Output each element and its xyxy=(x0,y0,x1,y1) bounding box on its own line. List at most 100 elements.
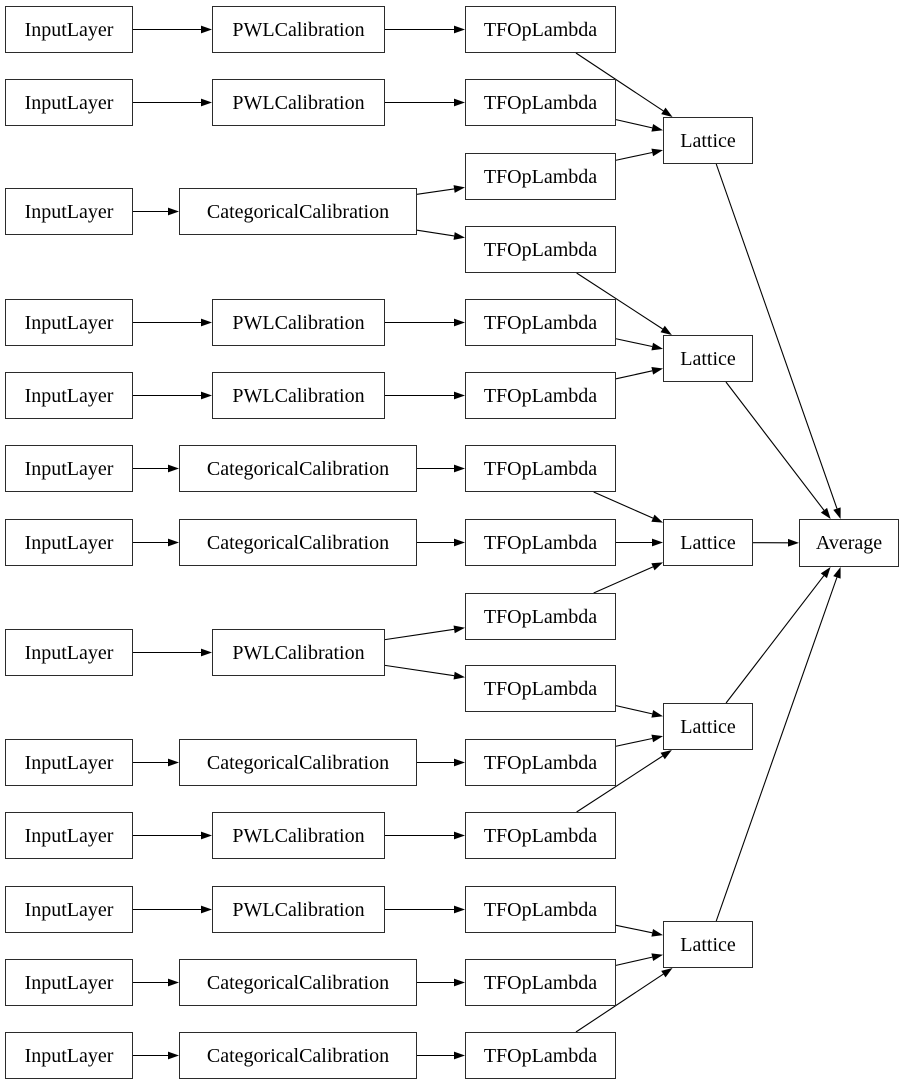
edge-tf6-lat2 xyxy=(615,370,653,380)
graph-node-il11: InputLayer xyxy=(5,886,133,933)
graph-node-cat6: CategoricalCalibration xyxy=(179,1032,417,1079)
edge-tf11-lat4 xyxy=(615,737,653,747)
graph-node-il8: InputLayer xyxy=(5,629,133,676)
graph-node-il5: InputLayer xyxy=(5,372,133,419)
arrowhead-il6-cat2 xyxy=(168,464,179,473)
arrowhead-tf3-lat1 xyxy=(651,148,663,157)
arrowhead-tf8-lat3 xyxy=(652,538,663,547)
graph-node-tf3: TFOpLambda xyxy=(465,153,616,200)
arrowhead-tf11-lat4 xyxy=(651,734,663,743)
arrowhead-pwl6-tf12 xyxy=(454,831,465,840)
arrowhead-tf13-lat5 xyxy=(651,929,663,937)
arrowhead-il13-cat6 xyxy=(168,1051,179,1060)
edge-cat1-tf3 xyxy=(416,188,455,195)
graph-node-cat2: CategoricalCalibration xyxy=(179,445,417,492)
graph-node-pwl7: PWLCalibration xyxy=(212,886,385,933)
graph-node-tf15: TFOpLambda xyxy=(465,1032,616,1079)
graph-node-pwl2: PWLCalibration xyxy=(212,79,385,126)
arrowhead-lat1-avg xyxy=(833,507,841,519)
edge-tf13-lat5 xyxy=(615,924,653,934)
arrowhead-tf6-lat2 xyxy=(651,367,663,375)
graph-node-tf6: TFOpLambda xyxy=(465,372,616,419)
arrowhead-cat1-tf3 xyxy=(453,185,465,193)
graph-node-pwl5: PWLCalibration xyxy=(212,629,385,676)
edge-lat4-avg xyxy=(725,575,825,704)
graph-node-cat1: CategoricalCalibration xyxy=(179,188,417,235)
arrowhead-cat2-tf7 xyxy=(454,464,465,473)
graph-node-pwl3: PWLCalibration xyxy=(212,299,385,346)
arrowhead-tf10-lat4 xyxy=(651,710,663,718)
graph-node-il1: InputLayer xyxy=(5,6,133,53)
edge-tf1-lat1 xyxy=(575,52,664,112)
graph-node-il12: InputLayer xyxy=(5,959,133,1006)
arrowhead-lat3-avg xyxy=(787,538,799,547)
edge-tf9-lat3 xyxy=(593,566,654,594)
graph-node-il6: InputLayer xyxy=(5,445,133,492)
edge-tf2-lat1 xyxy=(615,119,653,129)
graph-node-il3: InputLayer xyxy=(5,188,133,235)
arrowhead-il7-cat3 xyxy=(168,538,179,547)
edge-tf5-lat2 xyxy=(615,338,653,348)
arrowhead-lat2-avg xyxy=(820,507,831,519)
arrowhead-cat3-tf8 xyxy=(454,538,465,547)
graph-node-tf5: TFOpLambda xyxy=(465,299,616,346)
edge-lat2-avg xyxy=(725,381,825,511)
arrowhead-il3-cat1 xyxy=(168,207,179,216)
arrowhead-tf1-lat1 xyxy=(661,107,673,117)
arrowhead-tf12-lat4 xyxy=(660,750,672,760)
arrowhead-tf2-lat1 xyxy=(651,124,663,132)
arrowhead-cat5-tf14 xyxy=(454,978,465,987)
arrowhead-cat4-tf11 xyxy=(454,758,465,767)
graph-node-lat1: Lattice xyxy=(663,117,753,164)
edge-pwl5-tf10 xyxy=(384,664,455,677)
graph-node-tf8: TFOpLambda xyxy=(465,519,616,566)
arrowhead-il10-pwl6 xyxy=(201,831,212,840)
graph-node-cat4: CategoricalCalibration xyxy=(179,739,417,786)
arrowhead-il12-cat5 xyxy=(168,978,179,987)
arrowhead-il5-pwl4 xyxy=(201,391,212,400)
graph-node-pwl6: PWLCalibration xyxy=(212,812,385,859)
arrowhead-lat5-avg xyxy=(833,567,841,579)
graph-node-lat3: Lattice xyxy=(663,519,753,566)
edge-tf4-lat2 xyxy=(576,272,663,330)
graph-node-tf10: TFOpLambda xyxy=(465,665,616,712)
graph-node-tf7: TFOpLambda xyxy=(465,445,616,492)
graph-node-cat3: CategoricalCalibration xyxy=(179,519,417,566)
edge-lat5-avg xyxy=(715,577,838,922)
arrowhead-il2-pwl2 xyxy=(201,98,212,107)
arrowhead-pwl5-tf10 xyxy=(453,671,465,680)
graph-node-lat4: Lattice xyxy=(663,703,753,750)
graph-node-lat2: Lattice xyxy=(663,335,753,382)
graph-node-tf4: TFOpLambda xyxy=(465,226,616,273)
graph-node-il2: InputLayer xyxy=(5,79,133,126)
graph-node-il9: InputLayer xyxy=(5,739,133,786)
graph-node-il10: InputLayer xyxy=(5,812,133,859)
arrowhead-tf4-lat2 xyxy=(660,325,672,335)
arrowhead-il9-cat4 xyxy=(168,758,179,767)
graph-node-tf12: TFOpLambda xyxy=(465,812,616,859)
arrowhead-cat6-tf15 xyxy=(454,1051,465,1060)
edge-tf15-lat5 xyxy=(575,973,664,1033)
arrowhead-pwl1-tf1 xyxy=(454,25,465,34)
arrowhead-tf14-lat5 xyxy=(651,953,663,961)
arrowhead-il11-pwl7 xyxy=(201,905,212,914)
arrowhead-cat1-tf4 xyxy=(453,232,465,240)
edge-tf3-lat1 xyxy=(615,151,653,161)
edge-tf10-lat4 xyxy=(615,705,653,715)
arrowhead-tf15-lat5 xyxy=(661,968,673,978)
edge-tf7-lat3 xyxy=(593,491,654,519)
arrowhead-tf5-lat2 xyxy=(651,342,663,351)
arrowhead-pwl5-tf9 xyxy=(453,625,465,634)
graph-node-il13: InputLayer xyxy=(5,1032,133,1079)
arrowhead-pwl3-tf5 xyxy=(454,318,465,327)
arrowhead-lat4-avg xyxy=(820,567,831,579)
graph-node-pwl1: PWLCalibration xyxy=(212,6,385,53)
arrowhead-il4-pwl3 xyxy=(201,318,212,327)
edge-cat1-tf4 xyxy=(416,229,455,237)
graph-node-il4: InputLayer xyxy=(5,299,133,346)
graph-node-tf1: TFOpLambda xyxy=(465,6,616,53)
graph-node-avg: Average xyxy=(799,519,899,567)
edge-lat1-avg xyxy=(715,163,838,509)
